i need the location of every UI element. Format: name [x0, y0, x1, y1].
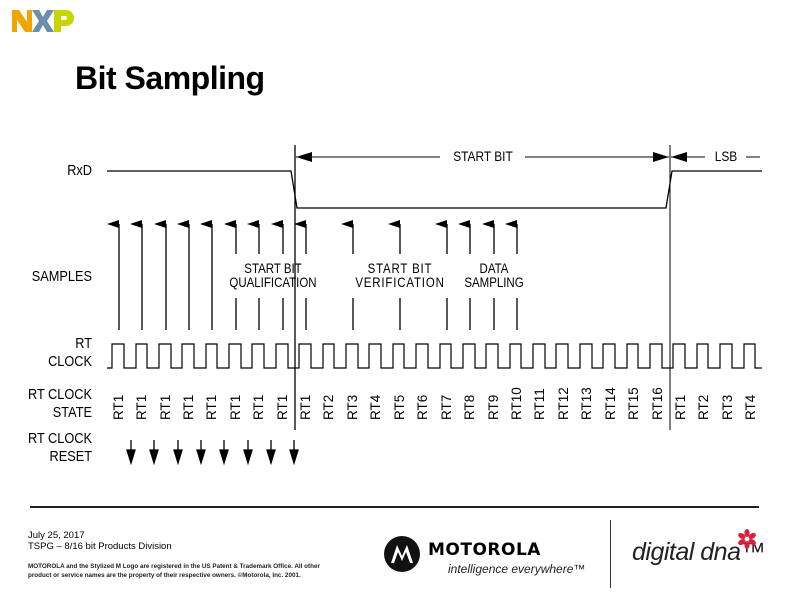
rt-state: RT1	[204, 394, 219, 420]
rt-clock-state-line1: RT CLOCK	[27, 386, 92, 403]
rt-clock-state-line2: STATE	[52, 404, 92, 421]
start-bit-label: START BIT	[453, 148, 513, 164]
rt-clock-label-line1: RT	[75, 335, 92, 352]
bit-sampling-timing-diagram	[107, 145, 762, 466]
nxp-logo	[12, 10, 74, 32]
group-label-line1: START BIT	[244, 260, 302, 276]
group-label-line2: QUALIFICATION	[229, 274, 317, 290]
rt-state: RT6	[415, 394, 430, 420]
rt-state: RT4	[743, 394, 758, 420]
rt-state: RT1	[228, 394, 243, 420]
page-title: Bit Sampling	[75, 60, 265, 96]
start-bit-dimension	[296, 152, 669, 162]
rt-state: RT2	[321, 394, 336, 420]
legal-line1: MOTOROLA and the Stylized M Logo are reg…	[28, 563, 320, 570]
rt-state: RT8	[462, 394, 477, 420]
data-sampling-label: DATA SAMPLING	[463, 261, 525, 289]
lsb-label: LSB	[714, 148, 738, 164]
group-label-line2: VERIFICATION	[355, 274, 445, 290]
rxd-waveform	[107, 170, 762, 209]
rt-state: RT1	[673, 394, 688, 420]
rt-clock-label-line2: CLOCK	[48, 353, 92, 370]
rt-state: RT1	[158, 394, 173, 420]
digital-dna-asterisk-icon	[738, 529, 756, 549]
rt-state: RT2	[696, 394, 711, 420]
rt-state: RT11	[532, 388, 547, 420]
footer-legal: MOTOROLA and the Stylized M Logo are reg…	[28, 562, 320, 580]
legal-line2: product or service names are the propert…	[28, 572, 301, 579]
footer-info: July 25, 2017 TSPG – 8/16 bit Products D…	[28, 530, 172, 552]
rt-state: RT7	[439, 394, 454, 420]
footer-division: TSPG – 8/16 bit Products Division	[28, 541, 172, 552]
rt-state: RT1	[181, 394, 196, 420]
rt-state: RT12	[556, 387, 571, 420]
rt-clock-state-label: RT CLOCK STATE	[14, 386, 92, 422]
footer-divider	[30, 506, 759, 508]
rt-state: RT1	[134, 394, 149, 420]
rt-clock-label: RT CLOCK	[22, 335, 92, 371]
motorola-tagline: intelligence everywhere™	[448, 562, 586, 576]
rt-state: RT14	[603, 387, 618, 420]
rt-state: RT10	[509, 387, 524, 420]
start-bit-qualification-label: START BIT QUALIFICATION	[228, 261, 318, 289]
rt-clock-reset-label: RT CLOCK RESET	[14, 430, 92, 466]
rt-state: RT3	[720, 394, 735, 420]
motorola-wordmark: MOTOROLA	[428, 540, 541, 560]
logo-separator	[610, 520, 611, 588]
start-bit-verification-label: START BIT VERIFICATION	[351, 261, 449, 289]
rt-clock-reset-line1: RT CLOCK	[27, 430, 92, 447]
rt-state: RT3	[345, 394, 360, 420]
rt-clock-reset-arrows	[126, 440, 299, 466]
rt-state: RT1	[275, 394, 290, 420]
group-label-line2: SAMPLING	[464, 274, 524, 290]
rt-clock-waveform	[107, 343, 762, 369]
rt-state: RT5	[392, 394, 407, 420]
rt-state: RT1	[298, 394, 313, 420]
lsb-dimension	[671, 152, 760, 162]
rt-state: RT1	[251, 394, 266, 420]
rt-state: RT15	[626, 387, 641, 420]
rt-state: RT1	[111, 394, 126, 420]
rt-state: RT16	[650, 387, 665, 420]
motorola-batwing-icon	[384, 536, 420, 572]
rt-state: RT4	[368, 394, 383, 420]
rt-state: RT13	[579, 387, 594, 420]
rxd-label: RxD	[67, 162, 92, 179]
rt-state: RT9	[486, 394, 501, 420]
rt-clock-reset-line2: RESET	[49, 448, 92, 465]
footer-date: July 25, 2017	[28, 530, 85, 541]
sample-arrows	[107, 220, 518, 330]
samples-label: SAMPLES	[31, 268, 92, 285]
group-label-line1: DATA	[479, 260, 509, 276]
group-label-line1: START BIT	[367, 260, 433, 276]
